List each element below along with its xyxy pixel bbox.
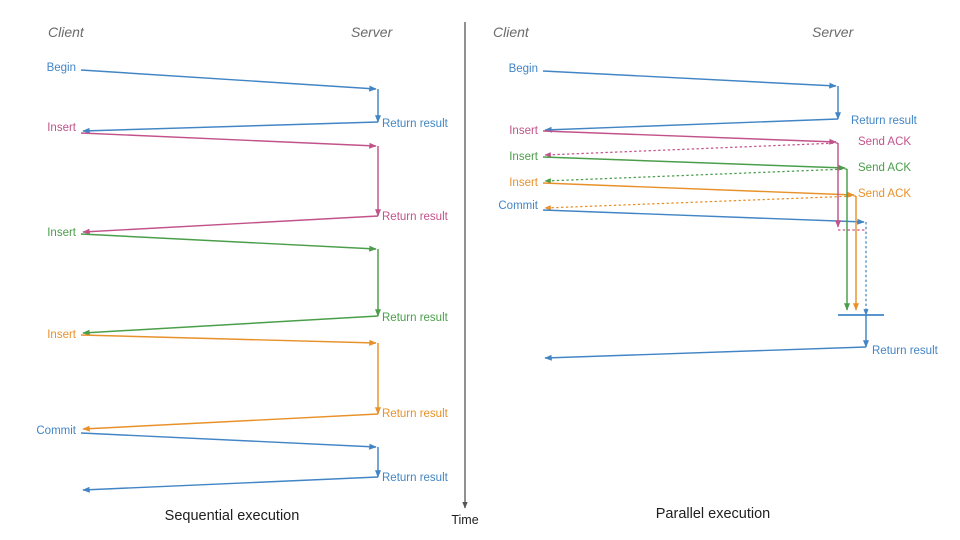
message-label-parallel-6: Insert [509, 177, 539, 189]
arrow-parallel-begin-response [544, 118, 839, 133]
arrow-parallel-insert3-ack [544, 195, 857, 211]
message-label-sequential-7: Return result [382, 408, 449, 420]
lane-title-server: Server [351, 24, 394, 40]
message-label-parallel-1: Return result [851, 115, 918, 127]
arrow-sequential-insert1-response [82, 215, 379, 235]
message-label-parallel-2: Insert [509, 125, 539, 137]
arrow-parallel-insert2-ack [544, 168, 848, 184]
arrow-parallel-begin-request [542, 70, 837, 89]
message-label-parallel-0: Begin [509, 63, 538, 75]
arrow-parallel-insert2-request [542, 156, 846, 171]
message-label-sequential-8: Commit [36, 425, 76, 437]
panel-caption-parallel: Parallel execution [656, 506, 770, 522]
message-label-sequential-6: Insert [47, 329, 77, 341]
arrow-parallel-commit-response [544, 346, 867, 361]
time-axis: Time [451, 22, 479, 527]
arrow-parallel-commit-request [542, 209, 865, 225]
lane-title-client: Client [493, 24, 530, 40]
arrow-parallel-insert3-request [542, 182, 855, 198]
message-label-sequential-1: Return result [382, 118, 449, 130]
arrow-sequential-commit-response [82, 476, 379, 493]
message-label-sequential-0: Begin [47, 62, 76, 74]
arrow-parallel-insert1-ack [544, 142, 839, 158]
arrow-sequential-insert3-response [82, 413, 379, 432]
arrow-sequential-insert2-response [82, 315, 379, 336]
message-label-sequential-9: Return result [382, 472, 449, 484]
message-label-parallel-7: Send ACK [858, 188, 911, 200]
message-label-sequential-4: Insert [47, 227, 77, 239]
panel-caption-sequential: Sequential execution [165, 508, 300, 524]
arrow-sequential-insert3-request [80, 334, 377, 346]
message-label-parallel-9: Return result [872, 345, 939, 357]
message-label-parallel-3: Send ACK [858, 136, 911, 148]
arrow-parallel-insert1-request [542, 130, 837, 145]
message-label-parallel-4: Insert [509, 151, 539, 163]
time-axis-label: Time [451, 513, 478, 527]
message-label-sequential-5: Return result [382, 312, 449, 324]
message-label-sequential-2: Insert [47, 122, 77, 134]
arrow-sequential-commit-request [80, 432, 377, 450]
message-label-parallel-5: Send ACK [858, 162, 911, 174]
lane-title-client: Client [48, 24, 85, 40]
message-label-parallel-8: Commit [498, 200, 538, 212]
arrow-sequential-insert1-request [80, 132, 377, 149]
arrow-sequential-begin-response [82, 121, 379, 134]
lane-title-server: Server [812, 24, 855, 40]
arrow-sequential-begin-request [80, 69, 377, 92]
arrow-sequential-insert2-request [80, 233, 377, 252]
message-label-sequential-3: Return result [382, 211, 449, 223]
